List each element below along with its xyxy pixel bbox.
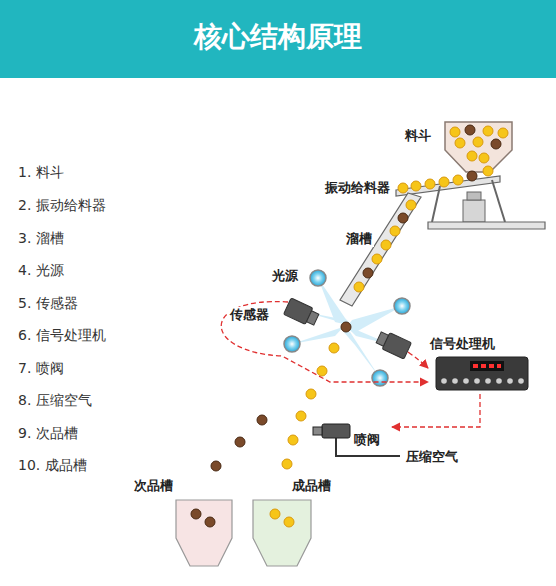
light-source <box>284 270 410 386</box>
grain <box>483 126 493 136</box>
grain <box>479 153 489 163</box>
node-label: 次品槽 <box>134 478 173 494</box>
grain <box>491 139 501 149</box>
grain <box>467 171 477 181</box>
node-label: 料斗 <box>405 128 431 144</box>
product-bin-node: 成品槽 <box>250 478 342 568</box>
reject-bin <box>176 500 232 566</box>
grain <box>341 322 351 332</box>
grain <box>450 127 460 137</box>
grain <box>257 415 267 425</box>
node-label: 喷阀 <box>354 432 380 448</box>
vibrating-feeder <box>396 176 545 229</box>
grain <box>317 366 327 376</box>
grain <box>498 128 508 138</box>
valve-node: 喷阀 <box>310 420 392 450</box>
grain <box>439 177 449 187</box>
part-label: 传感器 <box>228 307 271 323</box>
grain <box>205 517 215 527</box>
grain <box>363 268 373 278</box>
reject-bin-node: 次品槽 <box>130 478 236 568</box>
grain <box>270 509 280 519</box>
legend-list-item: 6. 信号处理机 <box>18 327 106 344</box>
hopper <box>445 122 512 172</box>
processor-node: 信号处理机 <box>428 336 532 394</box>
grain <box>411 181 421 191</box>
device-button <box>452 378 458 384</box>
grain <box>211 461 221 471</box>
device-button <box>507 378 513 384</box>
grain <box>467 151 477 161</box>
legend-list-item: 4. 光源 <box>18 262 64 279</box>
part-label: 压缩空气 <box>404 449 460 465</box>
device-button <box>485 378 491 384</box>
product-bin <box>253 500 311 566</box>
grain <box>453 175 463 185</box>
grain <box>381 240 391 250</box>
device-button <box>441 378 447 384</box>
signal-wire <box>221 302 428 382</box>
grain <box>406 200 416 210</box>
grain <box>282 459 292 469</box>
device-button <box>496 378 502 384</box>
grain <box>473 137 483 147</box>
grain <box>465 125 475 135</box>
part-label: 振动给料器 <box>323 180 392 196</box>
chute <box>340 193 421 306</box>
device-button <box>463 378 469 384</box>
grain <box>425 179 435 189</box>
air-valve <box>313 424 400 456</box>
light-beams <box>292 278 402 378</box>
grain <box>306 389 316 399</box>
node-label: 信号处理机 <box>430 336 495 352</box>
signal-processor <box>436 357 528 390</box>
legend-list-item: 5. 传感器 <box>18 295 78 312</box>
legend-list-item: 1. 料斗 <box>18 164 64 181</box>
grain <box>354 282 364 292</box>
grain <box>284 517 294 527</box>
node-label: 成品槽 <box>292 478 331 494</box>
grain <box>398 183 408 193</box>
grain <box>390 226 400 236</box>
page-title: 核心结构原理 <box>0 18 556 56</box>
device-button <box>474 378 480 384</box>
grain <box>483 166 493 176</box>
grain <box>288 435 298 445</box>
grain <box>372 254 382 264</box>
grain <box>191 509 201 519</box>
material-grains <box>191 125 508 527</box>
legend-list-item: 8. 压缩空气 <box>18 392 92 409</box>
title-banner: 核心结构原理 <box>0 0 556 78</box>
legend-list-item: 7. 喷阀 <box>18 360 64 377</box>
legend-list-item: 9. 次品槽 <box>18 425 78 442</box>
hopper-node: 料斗 <box>403 120 515 176</box>
grain <box>329 343 339 353</box>
legend-list-item: 10. 成品槽 <box>18 457 87 474</box>
part-label: 光源 <box>270 268 300 284</box>
signal-connector <box>392 394 480 427</box>
grain <box>296 411 306 421</box>
grain <box>398 213 408 223</box>
device-button <box>518 378 524 384</box>
legend-list-item: 2. 振动给料器 <box>18 197 106 214</box>
grain <box>235 437 245 447</box>
part-label: 溜槽 <box>344 231 374 247</box>
grain <box>455 138 465 148</box>
legend-list-item: 3. 溜槽 <box>18 230 64 247</box>
sensor-camera <box>284 298 412 359</box>
